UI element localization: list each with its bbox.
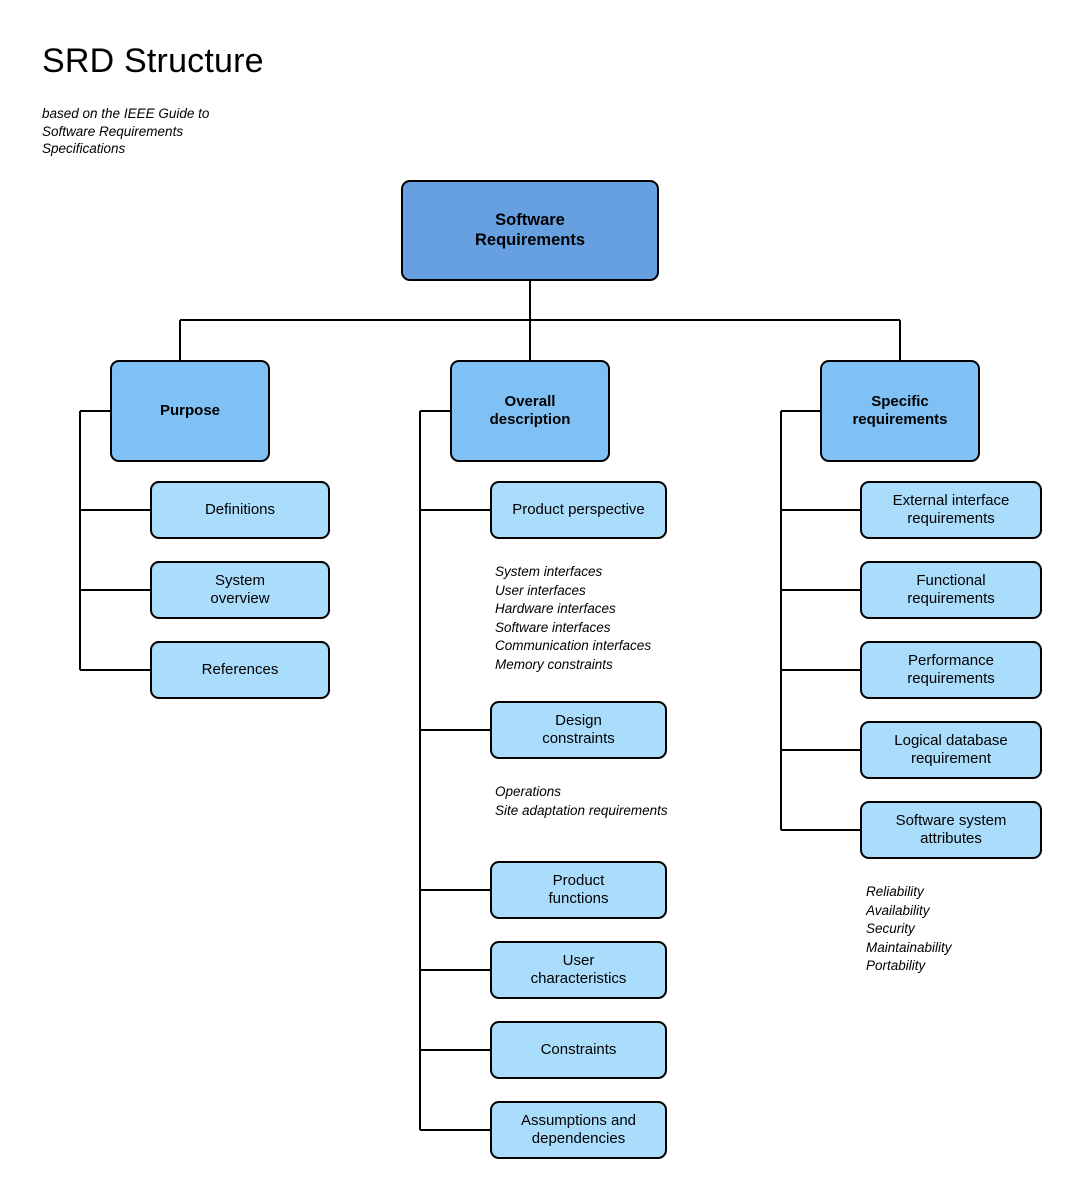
node-product-perspective[interactable]: Product perspective: [490, 481, 667, 539]
node-references[interactable]: References: [150, 641, 330, 699]
node-design-constraints[interactable]: Design constraints: [490, 701, 667, 759]
node-definitions[interactable]: Definitions: [150, 481, 330, 539]
node-performance-requirements[interactable]: Performance requirements: [860, 641, 1042, 699]
node-assumptions-and-dependencies[interactable]: Assumptions and dependencies: [490, 1101, 667, 1159]
annotation-software-system-attributes-details: Reliability Availability Security Mainta…: [866, 884, 952, 973]
node-software-requirements[interactable]: Software Requirements: [401, 180, 659, 281]
node-logical-database-requirement[interactable]: Logical database requirement: [860, 721, 1042, 779]
node-system-overview[interactable]: System overview: [150, 561, 330, 619]
node-user-characteristics[interactable]: User characteristics: [490, 941, 667, 999]
page-title: SRD Structure: [42, 42, 264, 80]
node-purpose[interactable]: Purpose: [110, 360, 270, 462]
node-specific-requirements[interactable]: Specific requirements: [820, 360, 980, 462]
node-overall-description[interactable]: Overall description: [450, 360, 610, 462]
node-functional-requirements[interactable]: Functional requirements: [860, 561, 1042, 619]
node-constraints[interactable]: Constraints: [490, 1021, 667, 1079]
page-subtitle: based on the IEEE Guide to Software Requ…: [42, 106, 210, 156]
node-product-functions[interactable]: Product functions: [490, 861, 667, 919]
node-software-system-attributes[interactable]: Software system attributes: [860, 801, 1042, 859]
annotation-design-constraints-details: Operations Site adaptation requirements: [495, 784, 668, 818]
annotation-product-perspective-details: System interfaces User interfaces Hardwa…: [495, 564, 652, 672]
node-external-interface-requirements[interactable]: External interface requirements: [860, 481, 1042, 539]
